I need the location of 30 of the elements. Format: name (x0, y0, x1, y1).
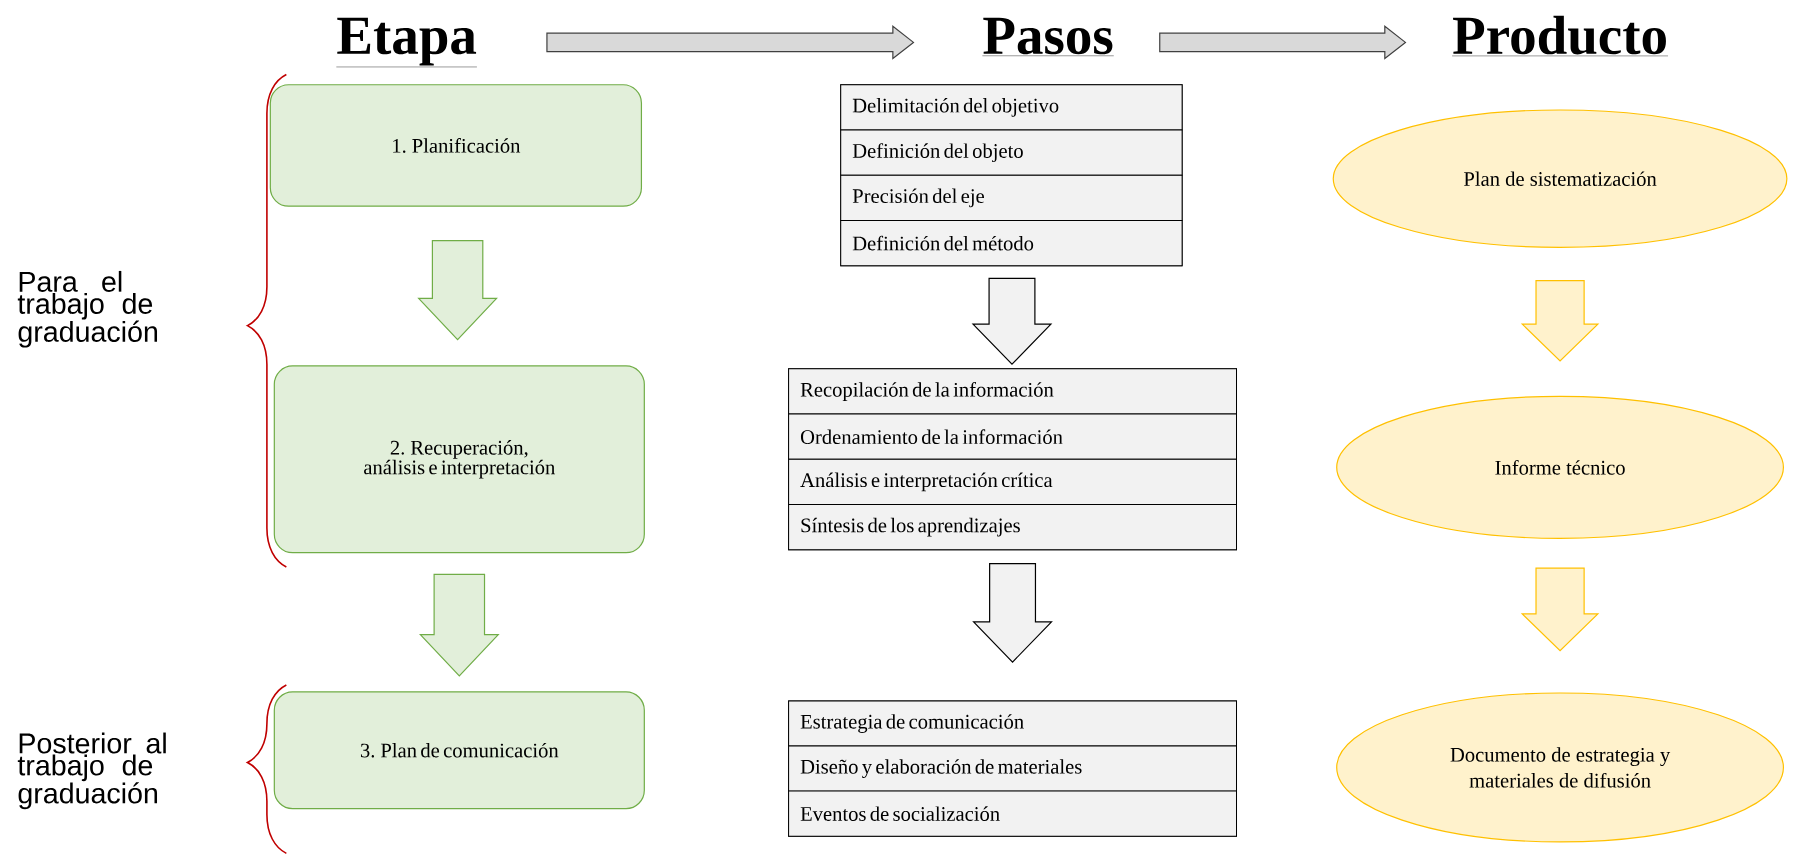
side-note: Posterior al trabajo de graduación (17, 732, 166, 810)
side-note: Para el trabajo de graduación (17, 270, 157, 348)
step-row: Definición del método (840, 220, 1183, 267)
step-row: Precisión del eje (840, 174, 1183, 221)
block-arrow (419, 573, 500, 677)
step-row: Delimitación del objetivo (840, 84, 1183, 131)
stage-box: 3. Plan de comunicación (273, 691, 645, 810)
step-row: Ordenamiento de la información (788, 413, 1237, 460)
step-row: Recopilación de la información (788, 368, 1237, 415)
block-arrow (972, 562, 1053, 663)
step-list (788, 368, 1237, 551)
column-heading: Producto (1451, 15, 1669, 57)
stage-box: 1. Planificación (269, 84, 643, 207)
step-list (788, 700, 1237, 837)
step-list (840, 84, 1183, 267)
step-row: Análisis e interpretación crítica (788, 458, 1237, 506)
block-arrow (546, 25, 915, 60)
block-arrow (1159, 25, 1407, 60)
column-heading: Pasos (982, 17, 1114, 56)
step-row: Estrategia de comunicación (788, 700, 1237, 747)
step-row: Diseño y elaboración de materiales (788, 745, 1237, 792)
block-arrow (1520, 567, 1600, 652)
block-arrow (1520, 280, 1600, 362)
step-row: Eventos de socialización (788, 790, 1237, 837)
block-arrow (971, 277, 1053, 366)
step-row: Definición del objeto (840, 129, 1183, 176)
column-heading: Etapa (336, 17, 478, 68)
step-row: Síntesis de los aprendizajes (788, 504, 1237, 551)
block-arrow (417, 239, 498, 341)
stage-box: 2. Recuperación, análisis e interpretación (273, 365, 645, 554)
